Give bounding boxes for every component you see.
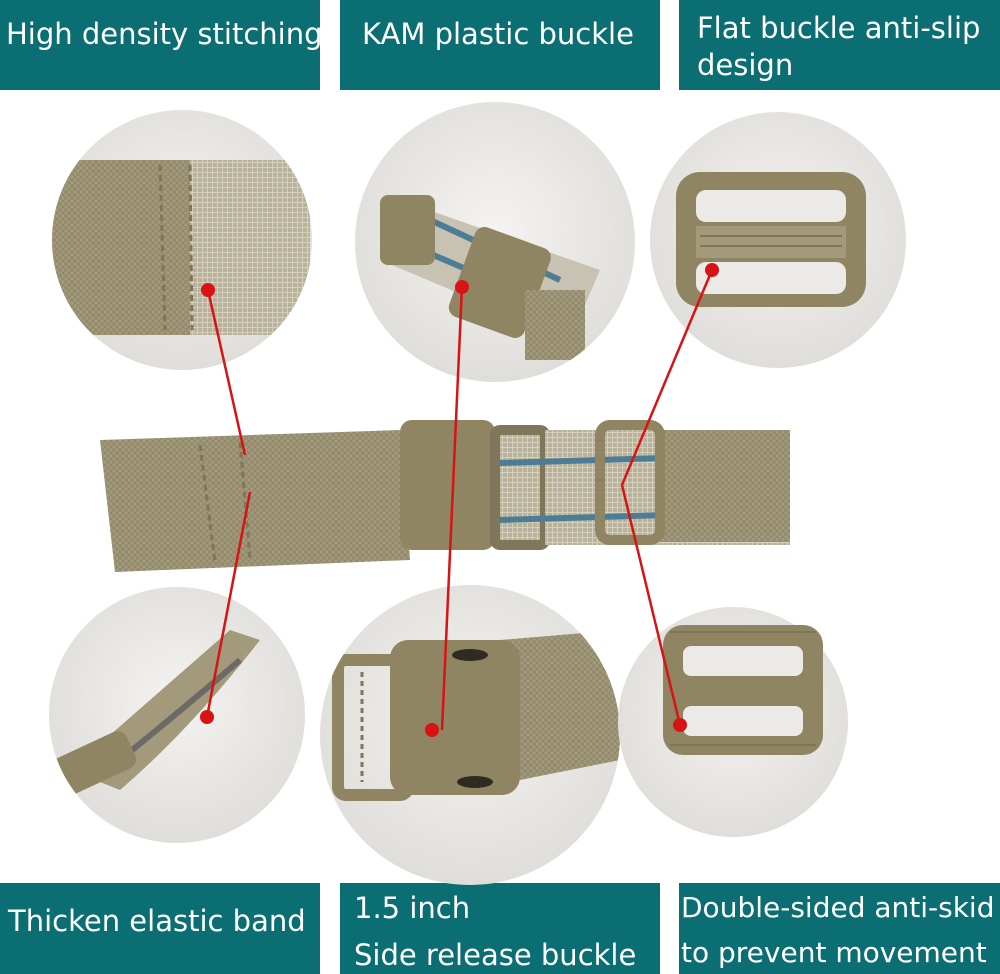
- detail-flat-buckle-circle: [650, 112, 906, 368]
- banner-thicken-elastic-band: Thicken elastic band: [0, 883, 320, 974]
- banner-high-density-stitching: High density stitching: [0, 0, 320, 90]
- detail-stitching-circle: [52, 110, 312, 370]
- banner-kam-plastic-buckle: KAM plastic buckle: [340, 0, 660, 90]
- detail-side-release-buckle-circle: [320, 585, 620, 885]
- callout-pointers: [200, 263, 719, 737]
- banner-label-line1: Flat buckle anti-slip: [697, 11, 981, 45]
- banner-label-line2: Side release buckle: [354, 937, 637, 972]
- red-dot-icon: [200, 710, 214, 724]
- red-dot-icon: [425, 723, 439, 737]
- strap-assembly: [100, 420, 790, 572]
- banner-double-sided-anti-skid: Double-sided anti-skid to prevent moveme…: [679, 883, 1000, 974]
- red-dot-icon: [673, 718, 687, 732]
- detail-elastic-band-circle: [49, 587, 305, 843]
- banner-label: KAM plastic buckle: [362, 17, 634, 51]
- banner-side-release-buckle: 1.5 inch Side release buckle: [340, 883, 660, 974]
- banner-label-line2: to prevent movement: [681, 936, 987, 970]
- banner-label: Thicken elastic band: [8, 904, 306, 938]
- banner-flat-buckle-anti-slip: Flat buckle anti-slip design: [679, 0, 1000, 90]
- detail-double-sided-buckle-circle: [618, 607, 848, 837]
- red-dot-icon: [201, 283, 215, 297]
- detail-kam-buckle-circle: [355, 102, 635, 382]
- banner-label-line1: 1.5 inch: [354, 891, 471, 925]
- red-dot-icon: [705, 263, 719, 277]
- banner-label-line2: design: [697, 48, 794, 83]
- banner-label-line1: Double-sided anti-skid: [681, 891, 995, 924]
- red-dot-icon: [455, 280, 469, 294]
- banner-label: High density stitching: [6, 17, 320, 51]
